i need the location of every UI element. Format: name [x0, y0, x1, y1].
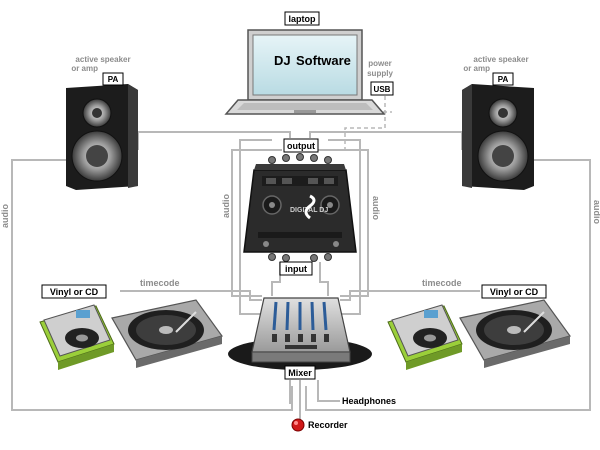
audio-interface: DIGITAL DJ — [243, 153, 357, 262]
cdj-right — [387, 304, 463, 370]
timecode-label-right: timecode — [422, 278, 462, 288]
timecode-cable-right — [340, 290, 480, 301]
speaker-right — [462, 84, 534, 190]
speaker-left-label-1: active speaker — [75, 55, 130, 64]
audio-cable-right-outer — [305, 159, 591, 411]
input-cable — [271, 262, 281, 296]
input-label-box — [279, 261, 313, 276]
timecode-label-left: timecode — [140, 278, 180, 288]
recorder-icon — [291, 418, 305, 432]
mixer-label: Mixer — [288, 368, 312, 378]
recorder-label: Recorder — [308, 420, 348, 430]
speaker-left — [66, 84, 138, 190]
mixer — [228, 297, 372, 370]
speaker-left-label-2: or amp — [71, 64, 98, 73]
input-cable-2 — [319, 262, 329, 296]
power-supply-label-2: supply — [367, 69, 393, 78]
audio-cable-left-inner — [231, 149, 282, 297]
usb-label-box — [370, 81, 394, 96]
audio-label-right-inner: audio — [371, 196, 381, 221]
recorder-icon-highlight — [294, 421, 298, 425]
cdj-left — [39, 304, 115, 370]
speaker-right-pa-box — [492, 72, 514, 86]
turntable-left — [111, 299, 223, 368]
audio-cable-right-inner-2 — [328, 139, 361, 315]
vinyl-left-label-box — [41, 284, 107, 299]
output-label-box — [283, 138, 319, 153]
audio-label-right-outer: audio — [592, 200, 600, 225]
power-supply-label-1: power — [368, 59, 392, 68]
speaker-left-pa-box — [102, 72, 124, 86]
audio-cable-right-inner — [318, 149, 369, 297]
input-label: input — [285, 264, 307, 274]
timecode-cable-left — [120, 290, 262, 301]
usb-label: USB — [374, 85, 391, 94]
turntable-right — [459, 299, 571, 368]
vinyl-right-label: Vinyl or CD — [490, 287, 539, 297]
screen-software-text: Software — [296, 53, 351, 68]
speaker-left-pa-label: PA — [108, 75, 119, 84]
speaker-right-pa-label: PA — [498, 75, 509, 84]
output-label: output — [287, 141, 315, 151]
speaker-right-label-1: active speaker — [473, 55, 528, 64]
laptop: DJ Software — [224, 29, 386, 115]
audio-label-left-inner: audio — [221, 193, 231, 218]
vinyl-left-label: Vinyl or CD — [50, 287, 99, 297]
vinyl-right-label-box — [481, 284, 547, 299]
audio-cable-left-outer — [11, 159, 293, 411]
cables — [11, 96, 591, 420]
laptop-label: laptop — [289, 14, 316, 24]
headphones-cable — [317, 380, 340, 402]
laptop-label-box — [284, 11, 320, 26]
speaker-right-label-2: or amp — [463, 64, 490, 73]
audio-cable-left-inner-2 — [239, 139, 272, 315]
screen-dj-text: DJ — [274, 53, 291, 68]
mixer-label-box — [284, 365, 316, 380]
headphones-label: Headphones — [342, 396, 396, 406]
device-brand: DIGITAL DJ — [290, 207, 328, 214]
audio-label-left-outer: audio — [0, 203, 10, 228]
